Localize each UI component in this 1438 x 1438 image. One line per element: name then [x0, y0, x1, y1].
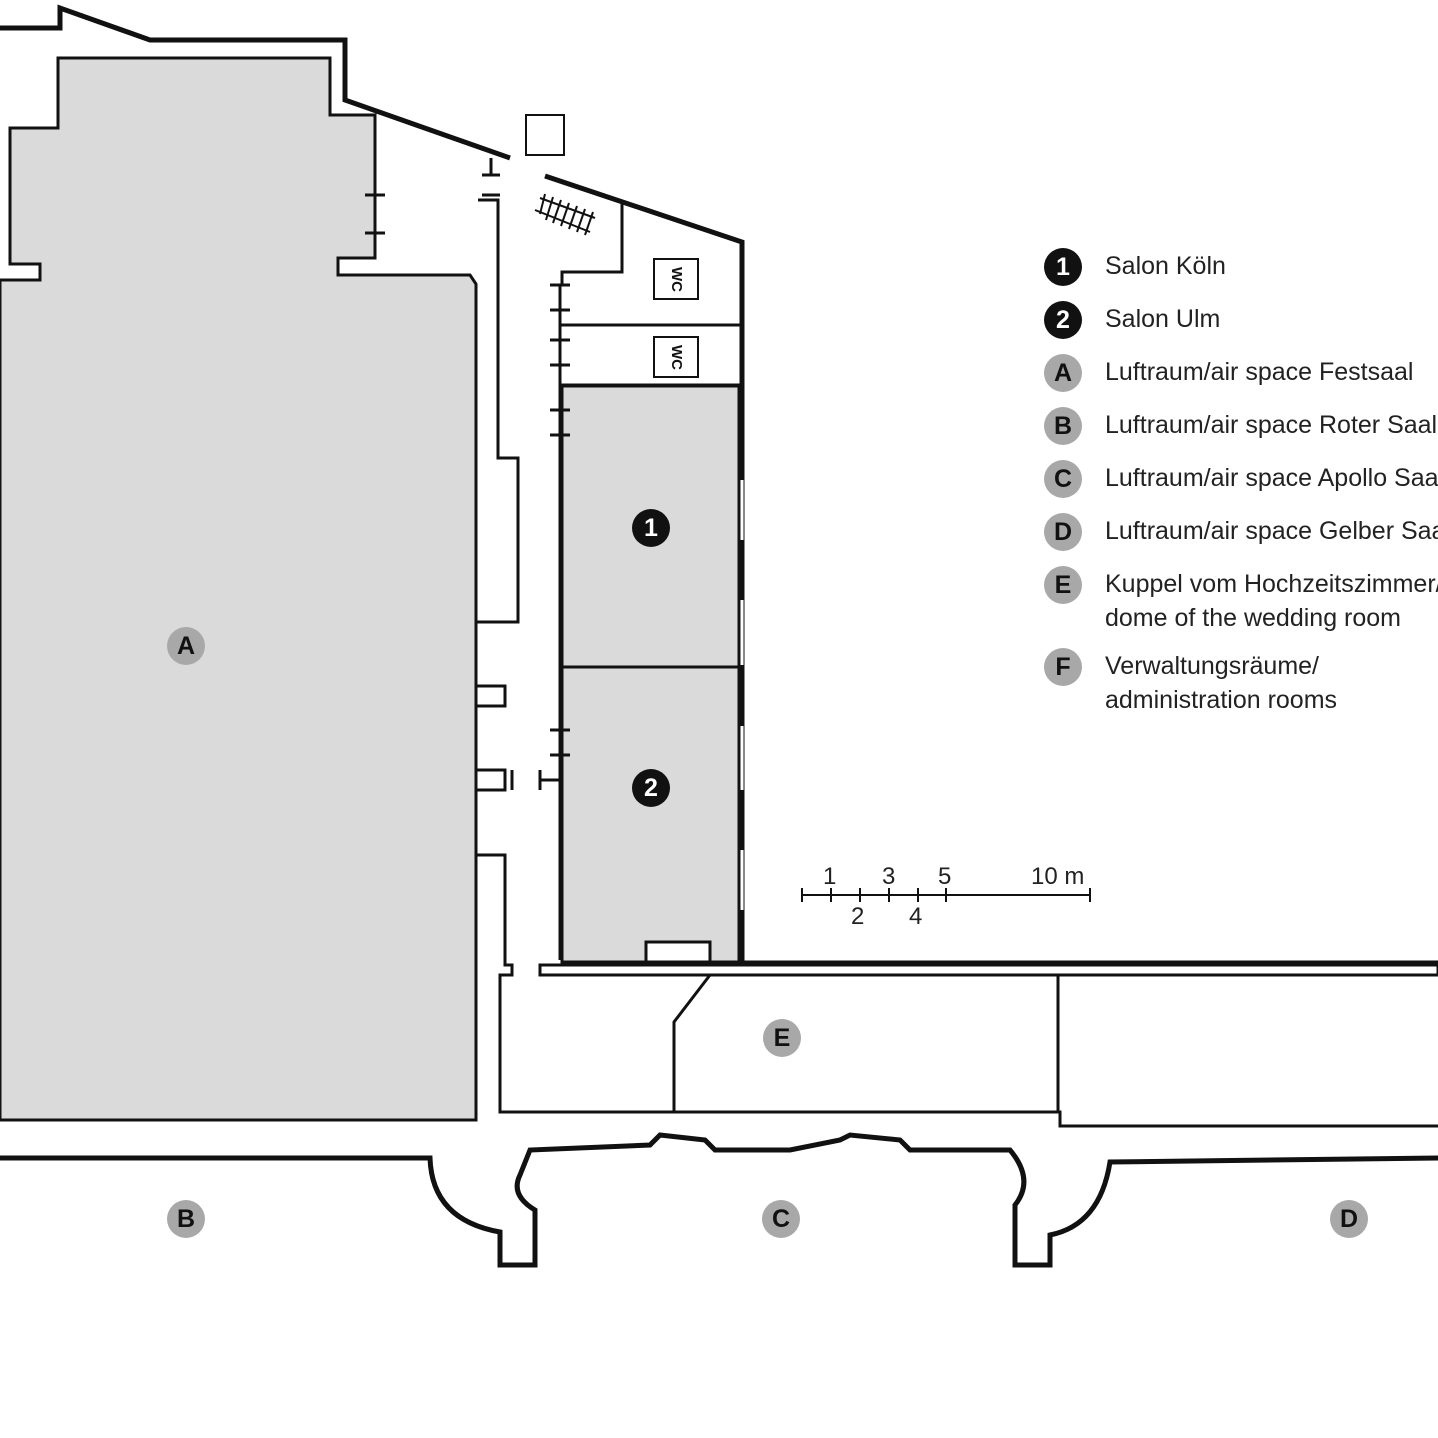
legend-marker: C — [1044, 460, 1082, 498]
legend-item: E Kuppel vom Hochzeitszimmer/ dome of th… — [1042, 563, 1438, 645]
wc-sign-upper: WC — [653, 258, 699, 300]
legend-marker: 1 — [1044, 248, 1082, 286]
legend-marker: D — [1044, 513, 1082, 551]
scale-label-10m: 10 m — [1031, 863, 1085, 890]
airspace-b-marker: B — [167, 1200, 205, 1238]
legend-item: 2 Salon Ulm — [1042, 298, 1438, 351]
scale-bar — [801, 888, 1091, 902]
legend-label-line: Kuppel vom Hochzeitszimmer/ — [1105, 570, 1438, 598]
scale-label-2: 2 — [851, 903, 865, 930]
facade-wall — [0, 1132, 1438, 1268]
scale-label-5: 5 — [938, 863, 952, 890]
dome-room-walls — [672, 974, 1060, 1112]
legend-label: Verwaltungsräume/ administration rooms — [1105, 649, 1337, 717]
salon-ulm-marker: 2 — [632, 769, 670, 807]
airspace-d-marker: D — [1330, 1200, 1368, 1238]
legend-item: C Luftraum/air space Apollo Saal — [1042, 457, 1438, 510]
emergency-exit-sign — [525, 114, 565, 156]
airspace-c-marker: C — [762, 1200, 800, 1238]
scale-label-4: 4 — [909, 903, 923, 930]
legend-label-line: Verwaltungsräume/ — [1105, 652, 1320, 680]
outer-wall-top — [0, 4, 511, 161]
legend-label-line: dome of the wedding room — [1105, 604, 1402, 632]
legend-marker: 2 — [1044, 301, 1082, 339]
legend-item: D Luftraum/air space Gelber Saal — [1042, 510, 1438, 563]
legend-item: F Verwaltungsräume/ administration rooms — [1042, 645, 1438, 727]
legend-marker: A — [1044, 354, 1082, 392]
scale-label-3: 3 — [882, 863, 896, 890]
legend-label: Luftraum/air space Gelber Saal — [1105, 517, 1438, 545]
legend-item: B Luftraum/air space Roter Saal — [1042, 404, 1438, 457]
door-markers — [365, 158, 570, 790]
legend-label-line: administration rooms — [1105, 686, 1338, 714]
salon-ulm-niche — [644, 940, 712, 964]
corridor-wall-left — [475, 198, 1438, 1128]
airspace-a-marker: A — [167, 627, 205, 665]
legend-marker: B — [1044, 407, 1082, 445]
legend-marker: F — [1044, 648, 1082, 686]
legend-label: Salon Ulm — [1105, 305, 1221, 333]
scale-label-1: 1 — [823, 863, 837, 890]
dome-e-marker: E — [763, 1019, 801, 1057]
legend-marker: E — [1044, 566, 1082, 604]
corridor-wall-right — [538, 285, 1438, 977]
stairs-icon — [534, 193, 596, 236]
wc-sign-lower: WC — [653, 336, 699, 378]
wc-label-upper: WC — [667, 266, 685, 292]
legend: 1 Salon Köln 2 Salon Ulm A Luftraum/air … — [1042, 245, 1438, 727]
wc-label-lower: WC — [667, 344, 685, 370]
legend-item: 1 Salon Köln — [1042, 245, 1438, 298]
legend-item: A Luftraum/air space Festsaal — [1042, 351, 1438, 404]
legend-label: Luftraum/air space Festsaal — [1105, 358, 1414, 386]
legend-label: Luftraum/air space Roter Saal — [1105, 411, 1438, 439]
airspace-a-area — [0, 56, 478, 1122]
legend-label: Luftraum/air space Apollo Saal — [1105, 464, 1438, 492]
salon-koeln-marker: 1 — [632, 509, 670, 547]
legend-label: Kuppel vom Hochzeitszimmer/ dome of the … — [1105, 567, 1438, 635]
salon-ulm-area — [560, 665, 741, 964]
legend-label: Salon Köln — [1105, 252, 1226, 280]
